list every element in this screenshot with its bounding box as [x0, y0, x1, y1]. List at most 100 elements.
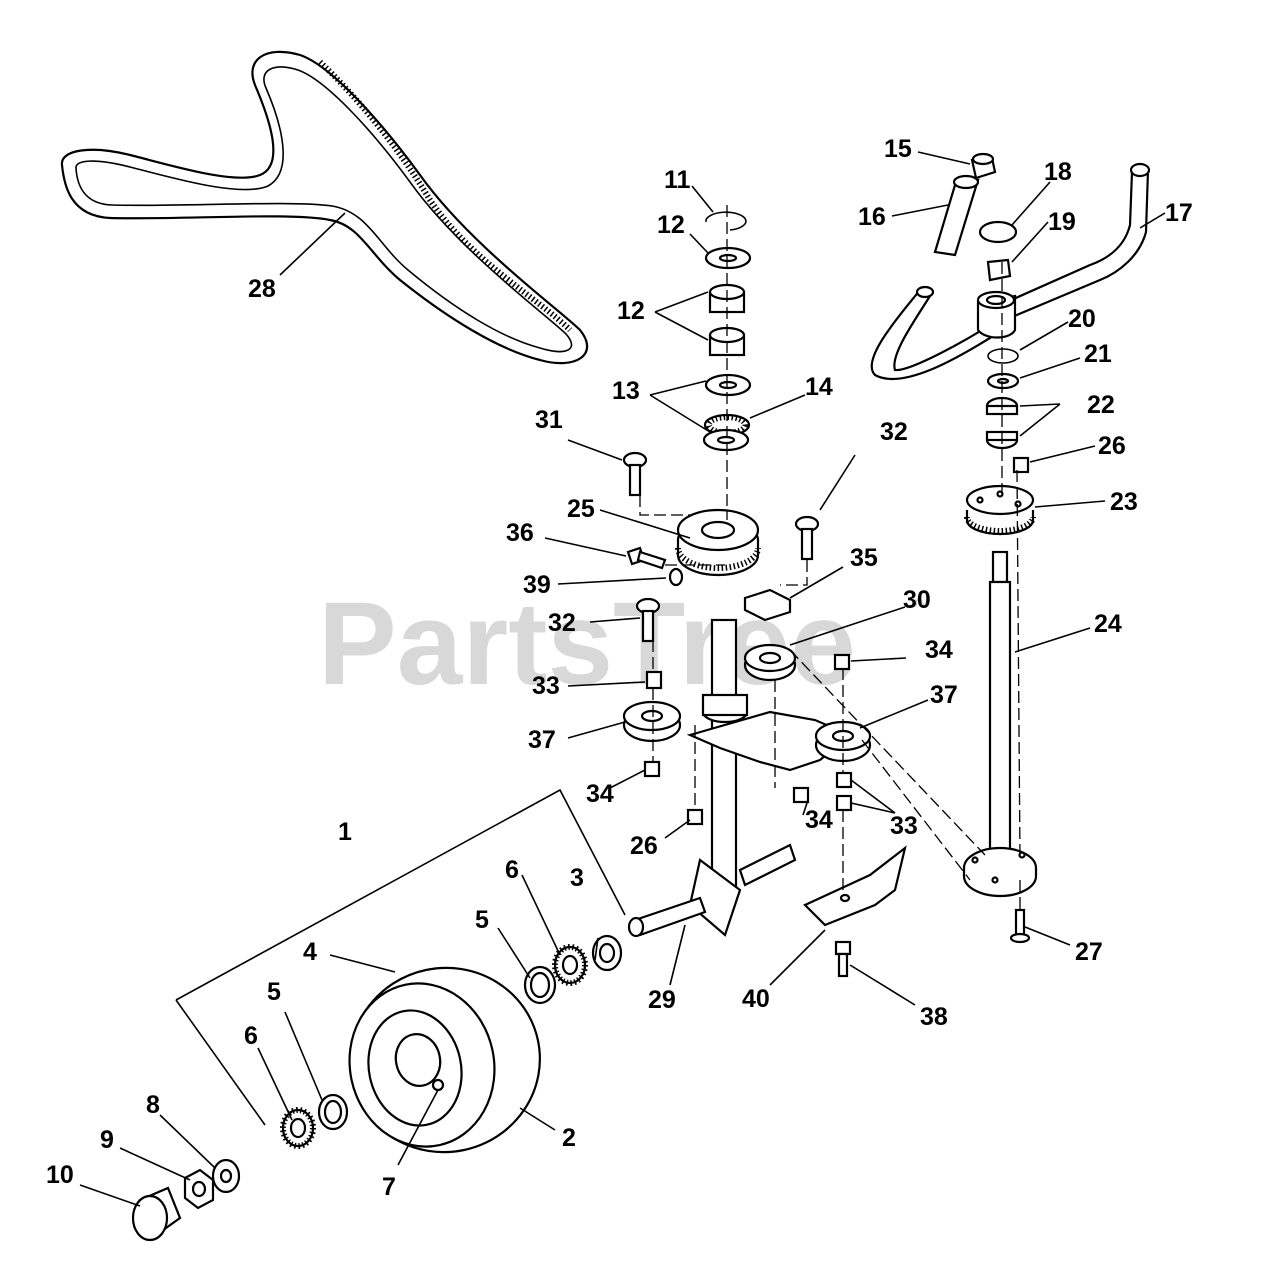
idler-arm-plate: [686, 693, 853, 772]
idler-pulley-center: [743, 643, 797, 682]
washer-lower: [702, 428, 750, 452]
callout-9: 9: [100, 1126, 114, 1154]
wheel-rim: [367, 1009, 463, 1127]
callout-36: 36: [506, 519, 534, 547]
callout-26-right: 26: [1098, 432, 1126, 460]
roller-bearing-lower: [280, 1107, 316, 1149]
retaining-ring-right: [987, 348, 1019, 364]
callout-23: 23: [1110, 488, 1138, 516]
handle-nut: [986, 258, 1012, 282]
caster-spindle: [627, 618, 797, 938]
callout-25: 25: [567, 495, 595, 523]
callout-21: 21: [1084, 340, 1112, 368]
callout-38: 38: [920, 1003, 948, 1031]
callout-34-left: 34: [586, 780, 614, 808]
callout-28: 28: [248, 275, 276, 303]
bearing-cup-lower: [317, 1093, 349, 1131]
bearing-cup-upper: [523, 965, 557, 1005]
spacer-block: [743, 588, 792, 622]
callout-14: 14: [805, 373, 833, 401]
washer: [211, 1158, 241, 1194]
callout-5-lower: 5: [267, 978, 281, 1006]
callouts: 1 2 3 4 5 5 6 6 7 8 9 10 11 12 12 13 14 …: [46, 135, 1193, 1201]
callout-22: 22: [1087, 391, 1115, 419]
callout-40: 40: [742, 985, 770, 1013]
callout-1: 1: [338, 818, 352, 846]
callout-15: 15: [884, 135, 912, 163]
callout-30: 30: [903, 586, 931, 614]
callout-37-left: 37: [528, 726, 556, 754]
callout-35: 35: [850, 544, 878, 572]
callout-17: 17: [1165, 199, 1193, 227]
carriage-bolt-32-right: [794, 515, 820, 561]
steering-shaft: [988, 550, 1012, 854]
carriage-bolt-32-left: [635, 597, 661, 643]
callout-7: 7: [382, 1173, 396, 1201]
base-screw: [1009, 908, 1031, 944]
callout-18: 18: [1044, 158, 1072, 186]
spacer-33-left: [645, 670, 663, 690]
callout-27: 27: [1075, 938, 1103, 966]
screw-36: [626, 546, 667, 570]
callout-2: 2: [562, 1124, 576, 1152]
callout-5-upper: 5: [475, 906, 489, 934]
callout-6-lower: 6: [244, 1022, 258, 1050]
callout-10: 10: [46, 1161, 74, 1189]
callout-19: 19: [1048, 208, 1076, 236]
washer-upper: [704, 246, 752, 270]
callout-34-right: 34: [925, 636, 953, 664]
leader-lines: [79, 151, 1166, 1207]
idler-pulley-left: [622, 700, 682, 743]
callout-4: 4: [303, 938, 317, 966]
callout-11: 11: [664, 166, 691, 194]
grip-cap: [970, 152, 997, 180]
nut-34-right: [833, 653, 851, 671]
callout-13: 12: [617, 297, 645, 325]
callout-37-right: 37: [930, 681, 958, 709]
mounting-plate: [803, 845, 907, 927]
callout-31: 31: [535, 406, 563, 434]
watermark-trademark: ™: [912, 596, 930, 616]
washer-middle: [704, 373, 752, 397]
retaining-ring-left: [705, 211, 747, 231]
spacers-33-right: [835, 771, 853, 812]
callout-12-upper: 12: [657, 211, 685, 239]
callout-33-right: 33: [890, 812, 918, 840]
washer-right: [986, 372, 1020, 390]
callout-12-lower: 13: [612, 377, 640, 405]
sprocket: [675, 508, 761, 577]
roller-bearing-upper: [552, 944, 588, 986]
washer-39: [668, 567, 684, 587]
nut-26-right: [1012, 456, 1030, 474]
callout-16: 16: [858, 203, 886, 231]
callout-39: 39: [523, 571, 551, 599]
callout-20: 20: [1068, 305, 1096, 333]
callout-26-left: 26: [630, 832, 658, 860]
nut-26-left: [686, 808, 704, 826]
callout-29: 29: [648, 986, 676, 1014]
drive-belt: [60, 50, 588, 365]
steering-base-plate: [962, 846, 1038, 898]
nut-34-center: [792, 786, 810, 804]
carriage-bolt-31: [622, 451, 648, 497]
axle-cap: [131, 1186, 182, 1242]
wheel-assembly-bracket: [175, 788, 626, 1126]
steering-handle: [870, 162, 1151, 381]
alignment-lines: [639, 205, 1021, 910]
callout-32-left: 32: [548, 609, 576, 637]
callout-34-center: 34: [805, 806, 833, 834]
callout-33-left: 33: [532, 672, 560, 700]
bolt-38: [834, 940, 852, 978]
callout-8: 8: [146, 1091, 160, 1119]
nut-34-left: [643, 760, 661, 778]
axle-nut: [183, 1168, 215, 1210]
handle-grip: [933, 174, 980, 257]
steering-gear: [964, 484, 1036, 536]
seal: [591, 934, 623, 972]
callout-32-right: 32: [880, 418, 908, 446]
callout-6-upper: 6: [505, 856, 519, 884]
watermark: PartsTree ™: [318, 578, 930, 710]
plug: [978, 220, 1018, 244]
callout-24: 24: [1094, 610, 1122, 638]
